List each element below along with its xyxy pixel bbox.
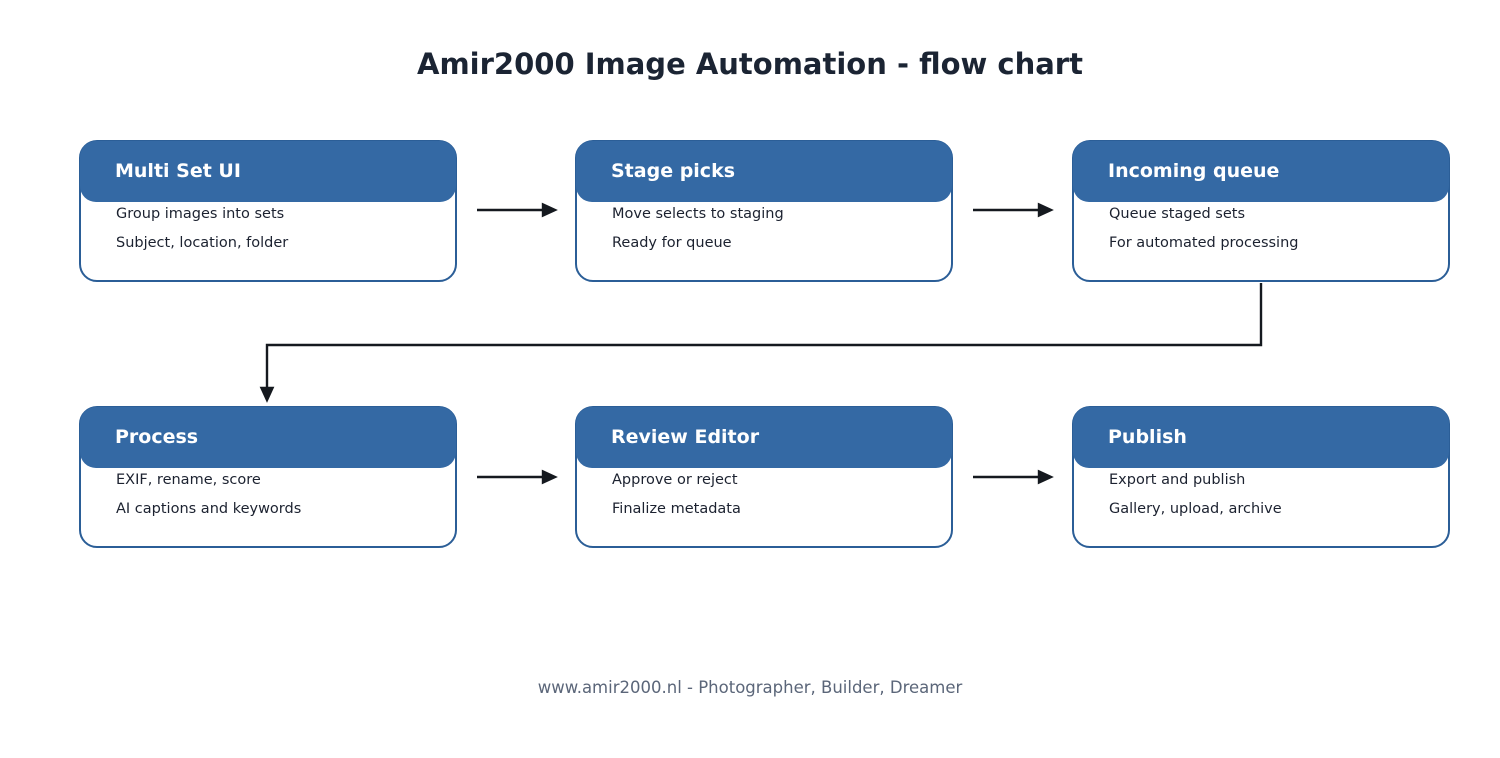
box-body: Export and publish Gallery, upload, arch… [1074, 468, 1448, 527]
box-line: Move selects to staging [612, 206, 784, 222]
box-line: Finalize metadata [612, 501, 741, 517]
box-header: Multi Set UI [80, 141, 456, 202]
box-title: Publish [1108, 426, 1187, 448]
flow-box-stage-picks: Stage picks Move selects to staging Read… [575, 140, 953, 282]
arrowhead-down-icon [259, 386, 275, 403]
arrowhead-right-icon [1037, 202, 1054, 218]
box-line: Subject, location, folder [116, 235, 289, 251]
flow-box-multi-set-ui: Multi Set UI Group images into sets Subj… [79, 140, 457, 282]
box-line: Export and publish [1109, 472, 1246, 488]
box-title: Review Editor [611, 426, 760, 448]
box-body: Approve or reject Finalize metadata [577, 468, 951, 527]
arrowhead-right-icon [1037, 469, 1054, 485]
box-title: Process [115, 426, 199, 448]
box-body: Move selects to staging Ready for queue [577, 202, 951, 261]
box-title: Stage picks [611, 160, 736, 182]
box-line: Gallery, upload, archive [1109, 501, 1282, 517]
box-line: AI captions and keywords [116, 501, 302, 517]
box-line: Approve or reject [612, 472, 738, 488]
box-title: Incoming queue [1108, 160, 1280, 182]
box-line: Ready for queue [612, 235, 732, 251]
box-header: Review Editor [576, 407, 952, 468]
box-line: EXIF, rename, score [116, 472, 261, 488]
box-body: Group images into sets Subject, location… [81, 202, 455, 261]
footer-tagline: www.amir2000.nl - Photographer, Builder,… [537, 678, 963, 697]
arrowhead-right-icon [541, 202, 558, 218]
box-body: Queue staged sets For automated processi… [1074, 202, 1448, 261]
box-line: For automated processing [1109, 235, 1299, 251]
box-body: EXIF, rename, score AI captions and keyw… [81, 468, 455, 527]
flow-box-publish: Publish Export and publish Gallery, uplo… [1072, 406, 1450, 548]
box-line: Group images into sets [116, 206, 285, 222]
box-header: Process [80, 407, 456, 468]
box-line: Queue staged sets [1109, 206, 1246, 222]
box-header: Stage picks [576, 141, 952, 202]
box-header: Incoming queue [1073, 141, 1449, 202]
flow-box-incoming-queue: Incoming queue Queue staged sets For aut… [1072, 140, 1450, 282]
arrowhead-right-icon [541, 469, 558, 485]
box-title: Multi Set UI [115, 160, 241, 182]
page-title: Amir2000 Image Automation - flow chart [417, 47, 1083, 81]
elbow-incomingqueue-to-process [265, 283, 1263, 388]
box-header: Publish [1073, 407, 1449, 468]
flow-box-review-editor: Review Editor Approve or reject Finalize… [575, 406, 953, 548]
flow-box-process: Process EXIF, rename, score AI captions … [79, 406, 457, 548]
